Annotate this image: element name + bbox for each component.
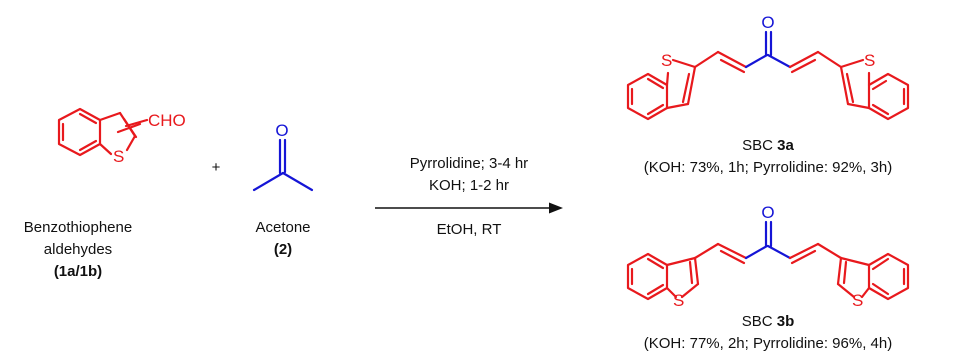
product-3a-label: SBC 3a: [742, 137, 794, 154]
product-3a-sulfur-right-label: S: [864, 51, 875, 70]
product-3b-oxygen-label: O: [761, 203, 774, 222]
product-3a-oxygen-label: O: [761, 13, 774, 32]
conditions-line3: EtOH, RT: [437, 221, 502, 238]
reactant1-name-line1: Benzothiophene: [24, 219, 132, 236]
cho-group-label: CHO: [148, 111, 186, 130]
plus-sign: +: [212, 159, 221, 176]
product-3a-sulfur-left-label: S: [661, 51, 672, 70]
acetone-structure: [252, 138, 314, 192]
reactant1-code: (1a/1b): [54, 263, 102, 280]
acetone-oxygen-label: O: [275, 121, 288, 140]
product-3b-structure: [626, 220, 910, 301]
product-3b-label: SBC 3b: [742, 313, 795, 330]
reactant2-code: (2): [274, 241, 292, 258]
product-3a-yields: (KOH: 73%, 1h; Pyrrolidine: 92%, 3h): [644, 159, 892, 176]
product-3b-yields: (KOH: 77%, 2h; Pyrrolidine: 96%, 4h): [644, 335, 892, 352]
benzothiophene-aldehyde-structure: [57, 107, 149, 157]
reaction-arrow: [375, 202, 563, 214]
product-3b-sulfur-right-label: S: [852, 291, 863, 310]
product-3b-sulfur-left-label: S: [673, 291, 684, 310]
conditions-line2: KOH; 1-2 hr: [429, 177, 509, 194]
sulfur-atom-label: S: [113, 147, 124, 166]
product-3a-prefix: SBC: [742, 137, 773, 154]
reactant1-name-line2: aldehydes: [44, 241, 112, 258]
reactant2-name: Acetone: [255, 219, 310, 236]
product-3b-prefix: SBC: [742, 313, 773, 330]
product-3a-structure: [626, 30, 910, 121]
product-3b-code: 3b: [777, 313, 795, 330]
product-3a-code: 3a: [777, 137, 794, 154]
conditions-line1: Pyrrolidine; 3-4 hr: [410, 155, 528, 172]
